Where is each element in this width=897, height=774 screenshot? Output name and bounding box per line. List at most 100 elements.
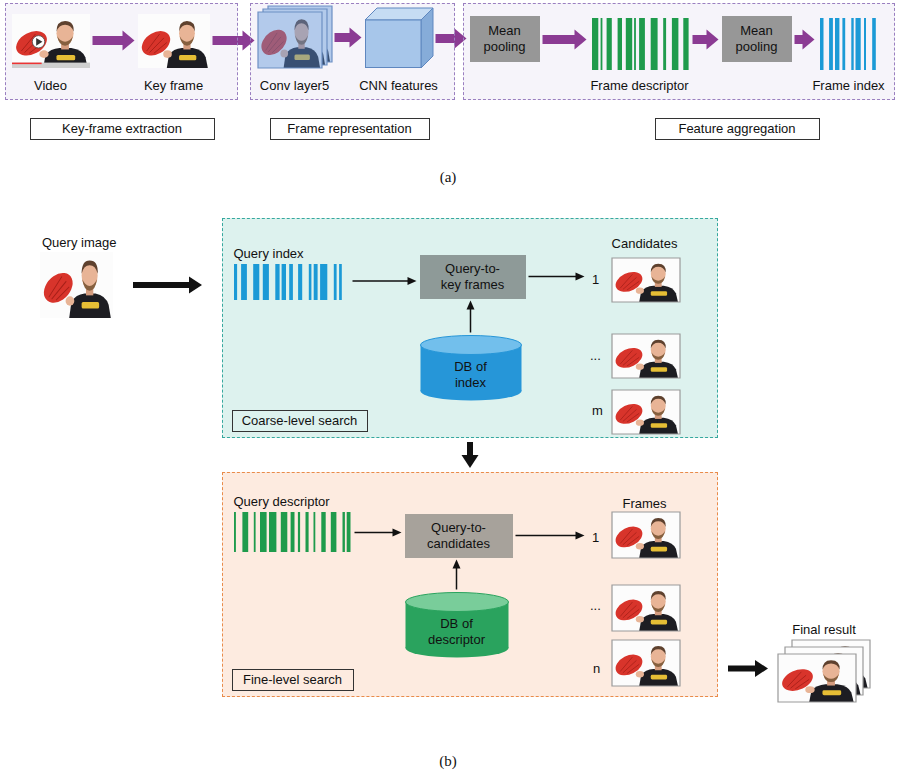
video-frame-part [69, 293, 111, 318]
feature-barcode-part [639, 18, 645, 70]
result-column-part [611, 650, 645, 679]
image-label: Frame descriptor [590, 78, 688, 94]
result-stack: Final result [778, 640, 870, 702]
result-column-part [639, 417, 678, 433]
arrow-connector [213, 31, 255, 51]
dashed-region: Fine-level searchQuery descriptorQuery-t… [222, 472, 718, 697]
feature-barcode-part [864, 18, 866, 70]
result-column-part [612, 640, 680, 686]
feature-barcode-part [262, 264, 268, 300]
feature-barcode-part [683, 18, 688, 70]
feature-barcode-part [872, 18, 876, 70]
video-frame-part [138, 14, 210, 68]
result-column-part [612, 390, 680, 434]
result-column-part [612, 334, 680, 378]
rank-number-text: ... [590, 348, 601, 364]
video-frame-part [32, 35, 44, 47]
result-column-part [612, 512, 680, 558]
database-label: DB of descriptor [423, 616, 491, 647]
arrow-connector [529, 273, 585, 281]
region-fill [222, 218, 718, 438]
result-column-part [635, 419, 643, 425]
feature-barcode-part [842, 18, 845, 70]
video-frame-part [49, 277, 69, 301]
feature-barcode-part [253, 264, 259, 300]
box-label: Mean pooling [479, 23, 531, 54]
video-frame-part [163, 50, 172, 58]
rank-number: ... [590, 346, 601, 364]
arrow-head [453, 560, 461, 569]
image-label-slot: Video [0, 76, 150, 94]
feature-barcode-part [650, 18, 657, 70]
result-column-part [650, 395, 665, 404]
image-label: Video [34, 78, 67, 94]
video-frame-part [40, 252, 113, 318]
video-frame-part [66, 296, 75, 305]
feature-map-stack: Conv layer5 [258, 6, 332, 68]
arrow-head [243, 31, 255, 51]
arrow-head [707, 30, 719, 50]
database-cylinder-part [420, 335, 521, 354]
arrow-head [576, 532, 585, 540]
image-label: Frame index [812, 78, 884, 94]
rank-number: 1 [592, 528, 599, 546]
dashed-region: Frame representationConv layer5CNN featu… [250, 3, 455, 100]
image-label: Query descriptor [234, 494, 330, 510]
result-column-part [650, 423, 666, 427]
arrow-connector [543, 30, 587, 50]
result-column-part [612, 640, 680, 686]
rank-number-text: 1 [592, 272, 599, 288]
video-frame-part [12, 14, 90, 68]
result-column-part [612, 258, 680, 302]
feature-barcode-part [671, 18, 678, 70]
video-frame-part [179, 36, 193, 45]
video-frame-part [36, 37, 42, 45]
region-fill [463, 3, 895, 100]
image-label-slot: Query image [42, 233, 116, 251]
image-label-slot: Frame descriptor [530, 76, 750, 94]
arrow-connector [693, 30, 719, 50]
result-column-part [650, 291, 666, 295]
result-stack-part [823, 674, 839, 682]
database-cylinder: DB of descriptor [405, 592, 509, 658]
video-frame: Query image [40, 252, 113, 318]
video-frame-part [82, 279, 97, 290]
result-stack-part [778, 665, 817, 695]
arrow-head [123, 31, 135, 51]
rank-number: n [593, 659, 600, 677]
arrow-head [755, 660, 768, 677]
feature-barcode-part [297, 512, 299, 552]
arrow-connector [355, 529, 402, 537]
arrow-connector [335, 28, 362, 48]
result-column-part [612, 258, 680, 302]
result-column-part [611, 595, 645, 624]
result-column-part [612, 512, 680, 558]
result-column-part [620, 529, 639, 545]
image-label: CNN features [359, 78, 438, 94]
arrow-shaft [213, 36, 244, 45]
result-column-part [620, 274, 639, 290]
result-column-part [650, 367, 666, 371]
arrow-shaft [728, 666, 756, 672]
result-stack-part [787, 672, 809, 689]
caption-box: Fine-level search [232, 669, 354, 691]
feature-barcode-part [232, 264, 350, 300]
arrow-head [803, 30, 815, 50]
feature-barcode-part [242, 512, 248, 552]
image-label: Final result [792, 622, 856, 638]
feature-barcode-part [346, 512, 350, 552]
arrow-head [467, 301, 475, 310]
arrow-shaft [456, 568, 458, 590]
database-cylinder-part [405, 592, 508, 611]
video-frame-part [12, 62, 42, 64]
region-fill [222, 472, 718, 697]
feature-barcode-part [829, 18, 833, 70]
caption-box: Coarse-level search [232, 410, 368, 432]
panel-label: (b) [388, 752, 508, 770]
rank-number: 1 [592, 270, 599, 288]
result-column-part [651, 659, 665, 667]
dashed-region: Coarse-level searchQuery indexQuery-to-k… [222, 218, 718, 438]
arrow-connector [453, 560, 461, 590]
feature-barcode-part [333, 264, 336, 300]
